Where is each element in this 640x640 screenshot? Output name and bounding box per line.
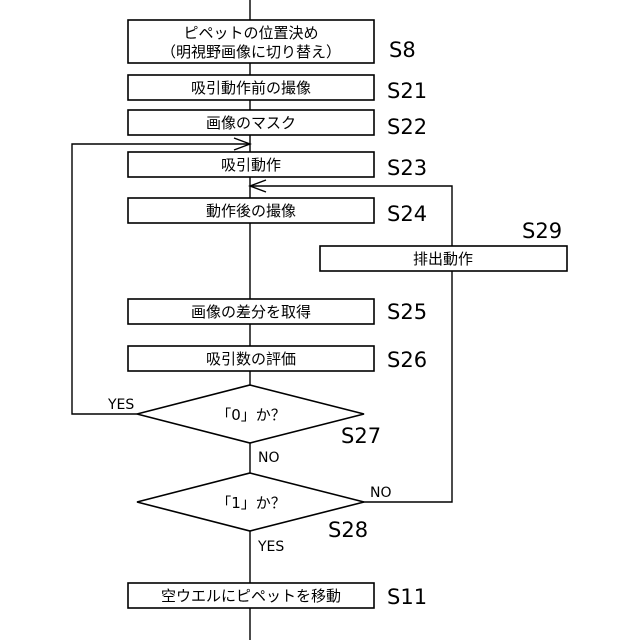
step-s23-label: 吸引動作 <box>221 156 281 174</box>
decision-s28-no: NO <box>370 485 392 501</box>
step-s25-label: 画像の差分を取得 <box>191 303 311 321</box>
no-loop-line <box>250 186 452 502</box>
decision-s28-code: S28 <box>328 518 368 542</box>
step-s11-label: 空ウエルにピペットを移動 <box>161 587 341 605</box>
step-s24-label: 動作後の撮像 <box>206 202 296 220</box>
yes-loop-line <box>72 144 250 414</box>
decision-s28-yes: YES <box>257 539 284 555</box>
step-s21-code: S21 <box>387 79 427 103</box>
step-s8-line2: （明視野画像に切り替え） <box>161 43 341 61</box>
step-s24-code: S24 <box>387 202 427 226</box>
decision-s27-no: NO <box>258 450 280 466</box>
step-s26-label: 吸引数の評価 <box>206 350 296 368</box>
decision-s27-code: S27 <box>341 424 381 448</box>
step-s29-label: 排出動作 <box>413 250 473 268</box>
step-s8-code: S8 <box>389 38 416 62</box>
decision-s27-label: 「0」か？ <box>216 406 286 424</box>
step-s23-code: S23 <box>387 156 427 180</box>
decision-s28-label: 「1」か？ <box>216 494 286 512</box>
step-s22-code: S22 <box>387 115 427 139</box>
decision-s27-yes: YES <box>107 397 134 413</box>
step-s22-label: 画像のマスク <box>206 114 296 132</box>
step-s8-line1: ピペットの位置決め <box>183 24 318 42</box>
step-s11-code: S11 <box>387 585 427 609</box>
step-s21-label: 吸引動作前の撮像 <box>191 79 311 97</box>
step-s25-code: S25 <box>387 300 427 324</box>
step-s26-code: S26 <box>387 348 427 372</box>
step-s29-code: S29 <box>522 219 562 243</box>
